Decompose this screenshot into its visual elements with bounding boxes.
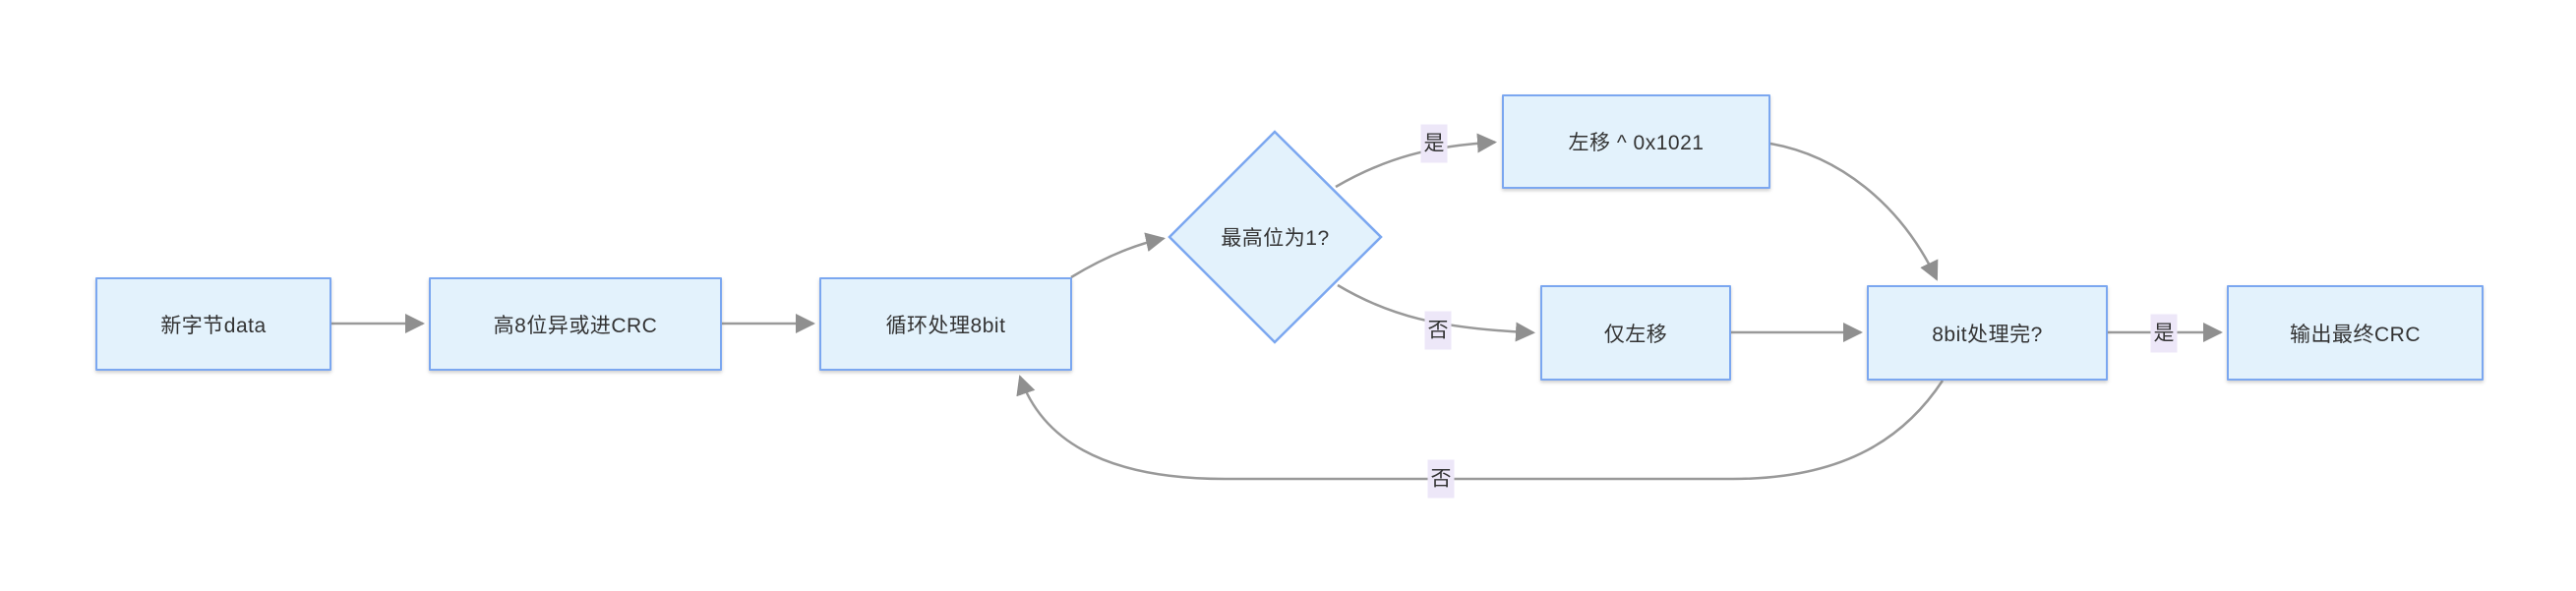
edge-donecheck-loop8bit	[1016, 375, 1945, 481]
node-done-check-label: 8bit处理完?	[1932, 323, 2043, 346]
node-shift-xor-label: 左移 ^ 0x1021	[1568, 132, 1705, 154]
node-shift-only-label: 仅左移	[1603, 323, 1668, 346]
node-msb-check-label: 最高位为1?	[1221, 227, 1330, 250]
node-new-byte-label: 新字节data	[160, 314, 267, 337]
node-shift-only: 仅左移	[1540, 285, 1731, 381]
node-xor-high8: 高8位异或进CRC	[429, 277, 722, 371]
edge-label-yes-output: 是	[2150, 314, 2178, 353]
node-output-crc: 输出最终CRC	[2227, 285, 2484, 381]
edge-label-yes-shiftxor: 是	[1420, 124, 1448, 163]
edge-shiftxor-donecheck	[1769, 142, 1939, 281]
node-loop-8bit-label: 循环处理8bit	[885, 314, 1006, 337]
node-shift-xor: 左移 ^ 0x1021	[1502, 94, 1770, 189]
edge-label-no-loopback: 否	[1427, 459, 1455, 499]
edge-label-no-shiftonly: 否	[1424, 311, 1452, 350]
edge-msbcheck-shiftonly	[1337, 283, 1535, 342]
decision-diamond-shape	[1168, 130, 1383, 344]
node-xor-high8-label: 高8位异或进CRC	[493, 314, 658, 337]
node-new-byte: 新字节data	[95, 277, 331, 371]
node-output-crc-label: 输出最终CRC	[2290, 323, 2421, 346]
edge-msbcheck-shiftxor	[1335, 133, 1497, 189]
node-loop-8bit: 循环处理8bit	[819, 277, 1072, 371]
node-done-check: 8bit处理完?	[1867, 285, 2108, 381]
edge-loop8bit-msbcheck	[1070, 232, 1166, 279]
node-msb-check: 最高位为1?	[1169, 132, 1381, 342]
